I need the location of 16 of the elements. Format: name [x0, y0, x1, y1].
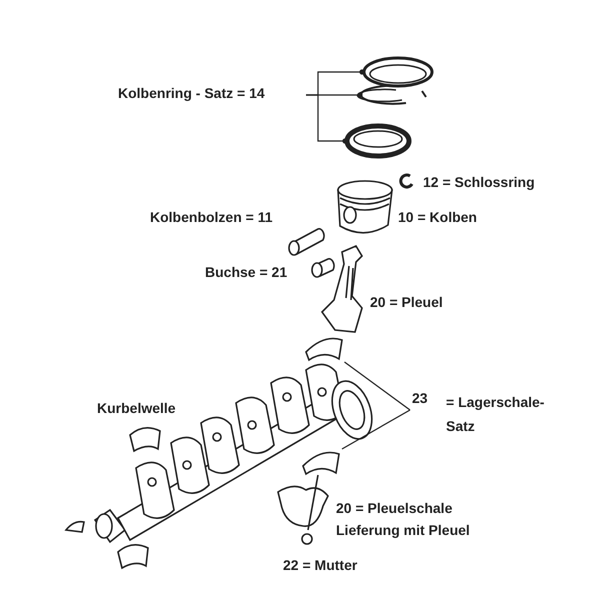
part-label: Kolbenring - Satz = 14 [118, 85, 265, 101]
part-label: Kurbelwelle [97, 399, 176, 418]
piston-ring-drawing [345, 124, 411, 158]
part-label: 23 [412, 390, 428, 406]
piston-ring-drawing [362, 56, 434, 88]
leader-line [342, 409, 410, 450]
part-label: 22 = Mutter [283, 556, 358, 575]
part-label: Buchse = 21 [205, 263, 288, 282]
part-label: 12 = Schlossring [423, 173, 535, 192]
part-label: = Lagerschale- Satz [446, 393, 546, 436]
part-label: 20 = Pleuel [370, 293, 443, 312]
part-label: Kolbenbolzen = 11 [150, 208, 273, 227]
leader-line [344, 362, 410, 410]
part-label: 20 = Pleuelschale Lieferung mit Pleuel [336, 499, 471, 540]
leader-line [306, 94, 348, 144]
part-label: 10 = Kolben [398, 208, 477, 227]
